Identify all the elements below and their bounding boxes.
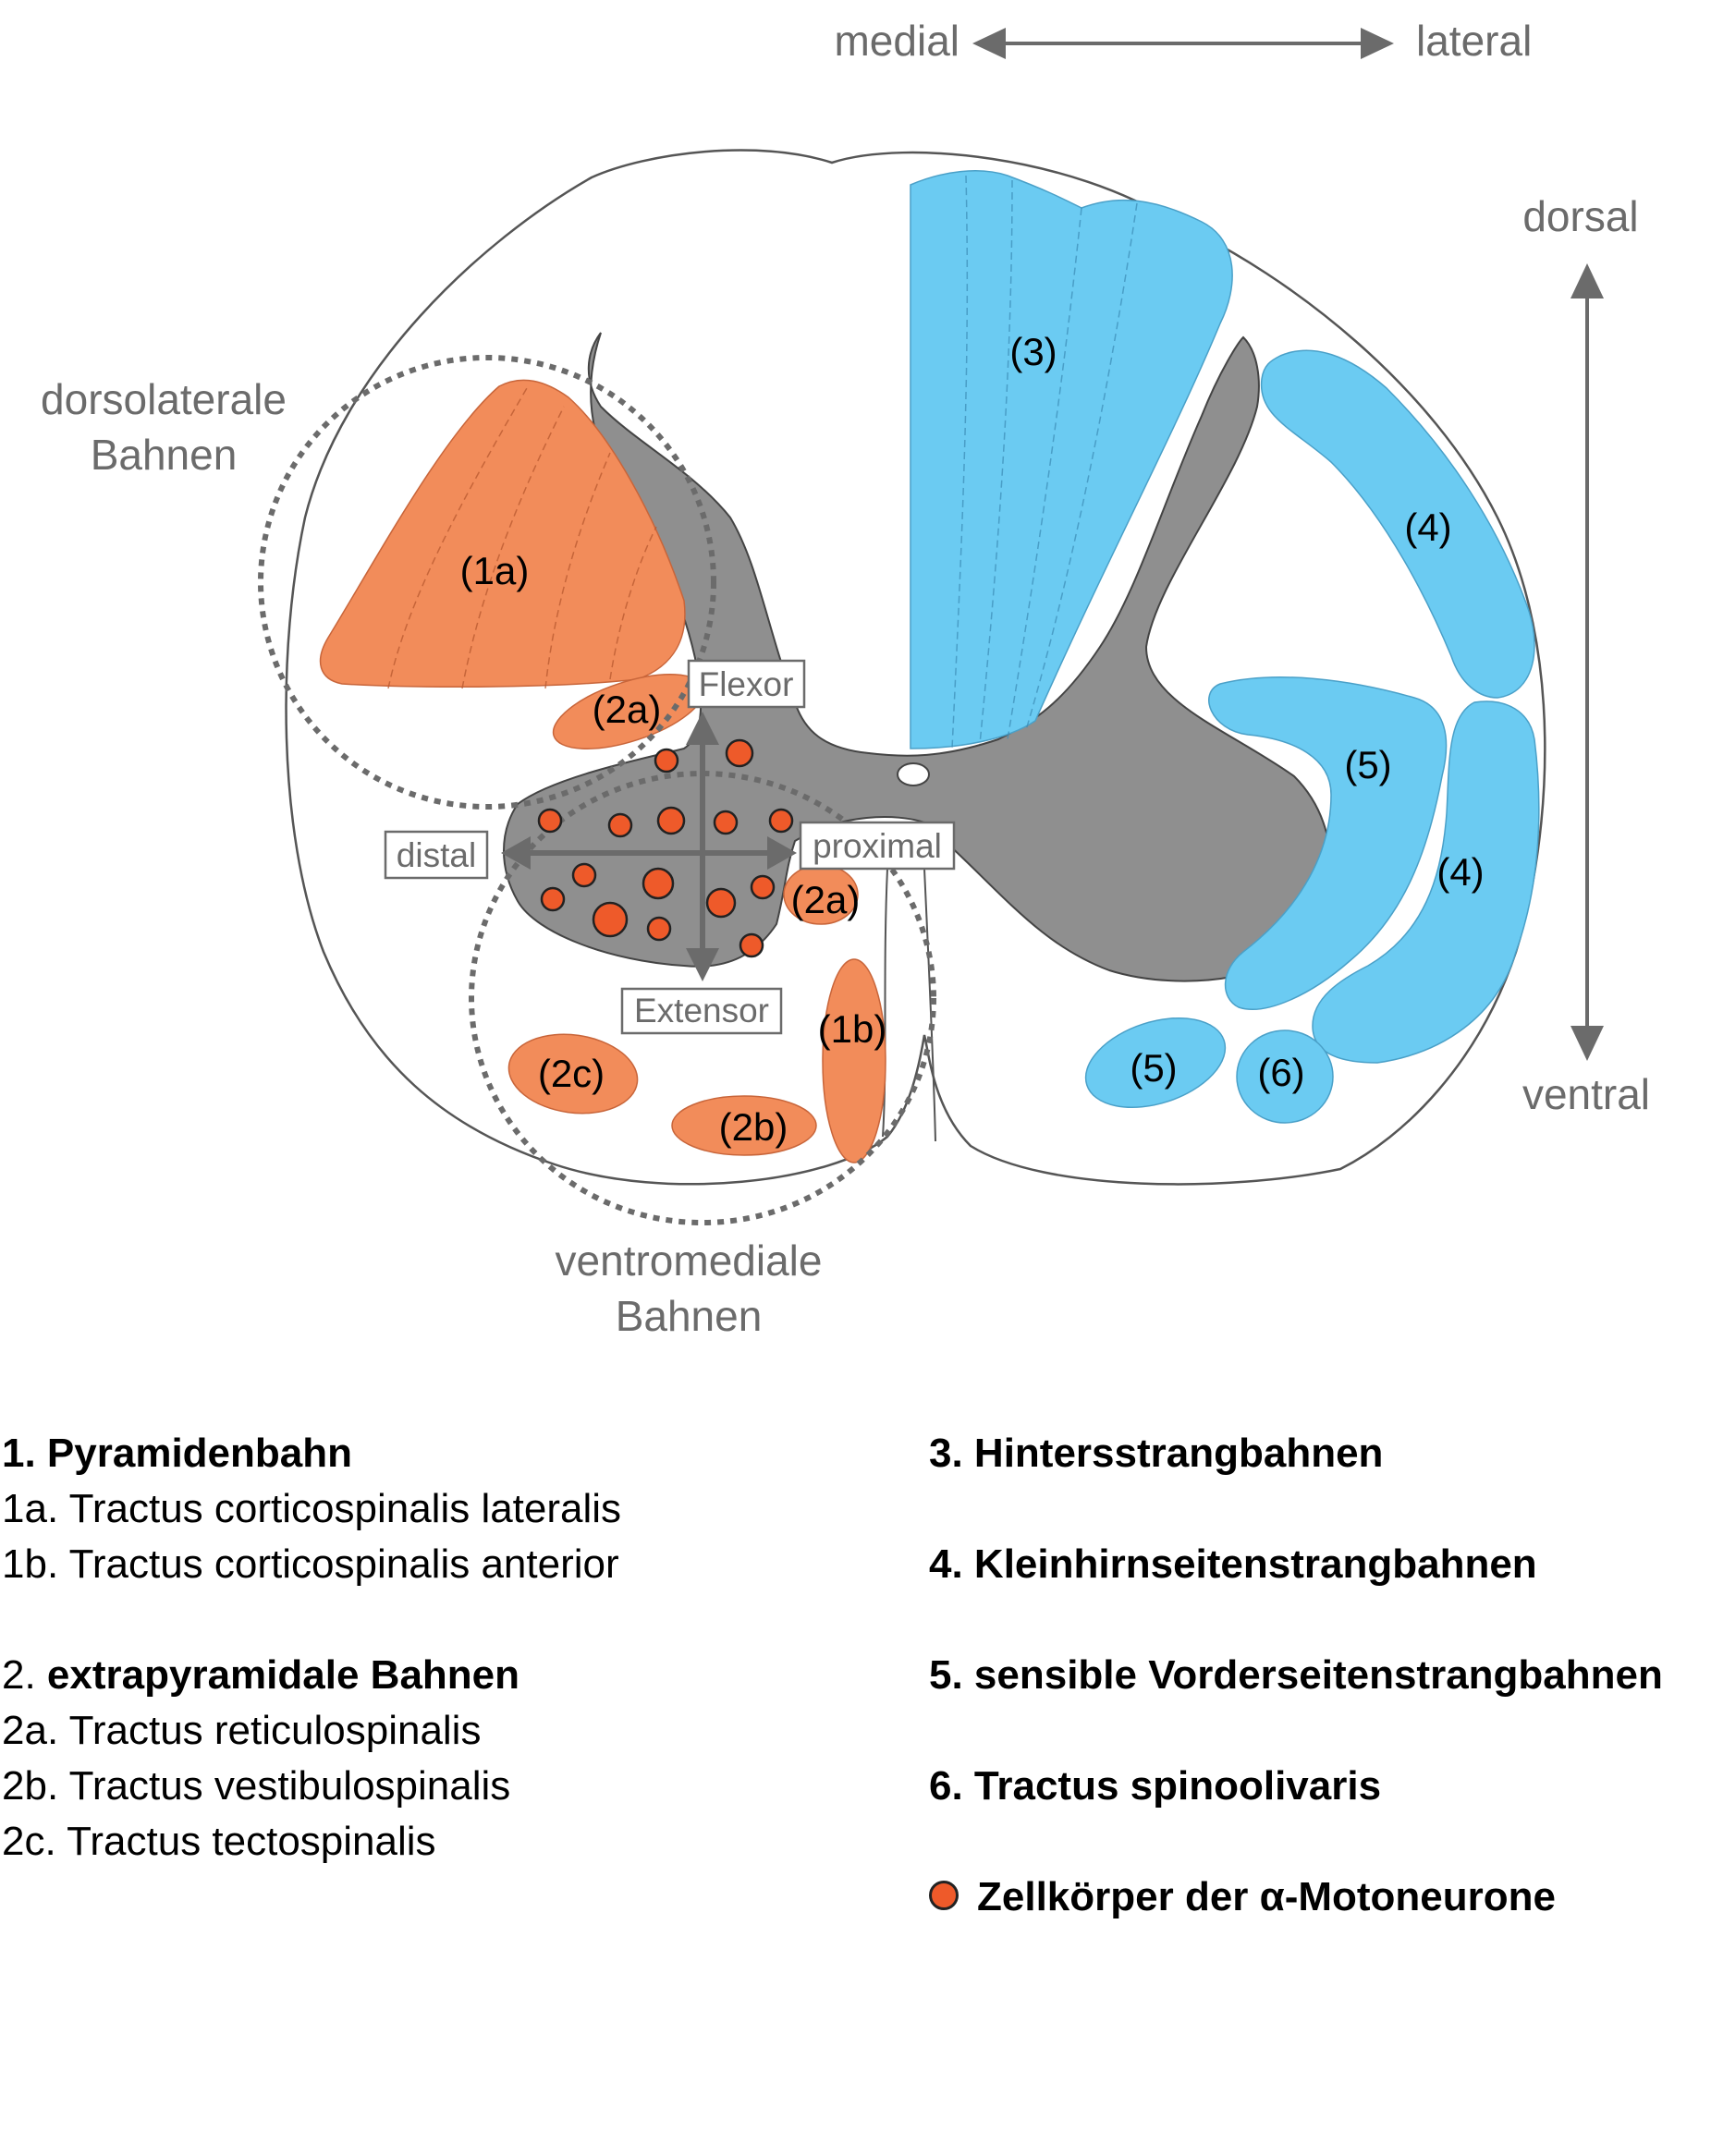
lateral-label: lateral: [1416, 17, 1532, 65]
legend-item-2a: 2a. Tractus reticulospinalis: [2, 1708, 482, 1753]
dorsal-arrowhead: [1570, 263, 1604, 298]
flexor-label: Flexor: [699, 665, 794, 703]
motoneuron-dot: [713, 810, 739, 835]
central-canal: [897, 762, 930, 786]
distal-label: distal: [397, 836, 476, 874]
extensor-arrowhead: [686, 948, 719, 981]
label-1b: (1b): [818, 1007, 887, 1051]
legend-group-1-title: 1. Pyramidenbahn: [2, 1431, 353, 1476]
motoneuron-dot: [537, 808, 563, 834]
flexor-label-box: [687, 659, 806, 709]
distal-arrowhead: [501, 836, 531, 870]
motoneuron-dot: [654, 748, 679, 773]
medial-label: medial: [834, 17, 959, 65]
flexor-arrowhead: [686, 712, 719, 745]
tract-5-upper-anterolateral: [1208, 676, 1448, 1010]
legend-group-6: 6. Tractus spinoolivaris: [929, 1763, 1382, 1809]
ventral-label: ventral: [1522, 1070, 1650, 1118]
motoneuron-dot: [705, 887, 737, 919]
label-4-upper: (4): [1404, 506, 1451, 549]
legend-right-column: 3. Hintersstrangbahnen 4. Kleinhirnseite…: [929, 1426, 1663, 1925]
motoneuron-dot: [768, 808, 794, 834]
legend-group-3: 3. Hintersstrangbahnen: [929, 1431, 1384, 1476]
legend-group-2-prefix: 2.: [2, 1652, 47, 1698]
tract-2b-vestibulospinal: [671, 1095, 817, 1156]
legend-group-4: 4. Kleinhirnseitenstrangbahnen: [929, 1541, 1537, 1587]
tract-1b-anterior-corticospinal: [822, 958, 886, 1163]
motoneuron-dot: [571, 862, 597, 888]
dorsolateral-label-line2: Bahnen: [91, 431, 238, 479]
label-2c: (2c): [538, 1052, 605, 1095]
proximal-label: proximal: [813, 827, 942, 865]
ventromedial-label-line1: ventromediale: [556, 1236, 823, 1285]
motoneuron-dot: [592, 901, 629, 938]
proximal-arrowhead: [767, 836, 797, 870]
distal-label-box: [384, 830, 489, 880]
label-2b: (2b): [719, 1105, 788, 1149]
ventral-arrowhead: [1570, 1026, 1604, 1061]
proximal-label-box: [799, 821, 956, 871]
legend-item-2b: 2b. Tractus vestibulospinalis: [2, 1763, 511, 1809]
extensor-label-box: [620, 987, 783, 1035]
legend-group-2-name: extrapyramidale Bahnen: [46, 1652, 520, 1698]
motor-axis-arrows: [501, 712, 797, 981]
tract-1a-lateral-corticospinal: [319, 379, 686, 688]
lateral-arrowhead: [1361, 28, 1394, 59]
legend-group-5: 5. sensible Vorderseitenstrangbahnen: [929, 1652, 1663, 1698]
legend-item-1a: 1a. Tractus corticospinalis lateralis: [2, 1486, 622, 1531]
label-2a-upper: (2a): [593, 688, 662, 731]
motoneuron-dot: [607, 812, 633, 838]
tract-4-lower-spinocerebellar: [1312, 700, 1540, 1064]
motoneuron-dot: [750, 874, 776, 900]
medial-arrowhead: [972, 28, 1006, 59]
legend-item-2c: 2c. Tractus tectospinalis: [2, 1819, 436, 1864]
motoneuron-dot: [656, 806, 686, 835]
tract-1a-fascicle-lines: [387, 387, 657, 689]
label-6: (6): [1257, 1051, 1304, 1094]
label-3: (3): [1009, 330, 1057, 373]
tract-3-dorsal-columns: [910, 170, 1233, 749]
legend-left-column: 1. Pyramidenbahn 1a. Tractus corticospin…: [2, 1426, 621, 1870]
legend-item-1b: 1b. Tractus corticospinalis anterior: [2, 1541, 619, 1587]
legend-motoneuron: Zellkörper der α-Motoneurone: [929, 1870, 1663, 1925]
legend-motoneuron-label: Zellkörper der α-Motoneurone: [977, 1874, 1556, 1919]
tract-5-lower-anterolateral: [1084, 1017, 1227, 1109]
tract-4-upper-spinocerebellar: [1260, 349, 1535, 699]
extensor-label: Extensor: [634, 992, 769, 1029]
motoneuron-dots: [537, 738, 794, 958]
tract-number-labels: (1a) (2a) (2a) (1b) (2c) (2b) (3) (4) (4…: [460, 330, 1485, 1149]
motoneuron-dot: [642, 867, 675, 900]
orientation-indicators: medial lateral dorsal ventral dorsolater…: [41, 17, 1650, 1340]
ventromedial-region-outline: [469, 771, 936, 1225]
tract-3-fascicle-lines: [951, 175, 1138, 749]
dorsolateral-region-outline: [258, 355, 716, 810]
tract-2c-tectospinal: [507, 1033, 639, 1115]
spinal-cord-diagram: Flexor Extensor distal proximal (1a) (2a…: [41, 17, 1650, 1340]
motor-axis-labels: Flexor Extensor distal proximal: [384, 659, 956, 1035]
motoneuron-dot: [540, 886, 566, 912]
label-4-lower: (4): [1436, 850, 1484, 894]
motoneuron-dot: [725, 738, 754, 768]
label-5-lower: (5): [1130, 1046, 1177, 1090]
label-2a-lower: (2a): [791, 878, 861, 921]
label-1a: (1a): [460, 549, 530, 592]
ventromedial-label-line2: Bahnen: [616, 1292, 763, 1340]
tract-6-spinoolivary: [1236, 1029, 1334, 1124]
motoneuron-dot: [739, 932, 764, 958]
legend-group-2-title: 2. extrapyramidale Bahnen: [2, 1648, 621, 1703]
dorsal-label: dorsal: [1522, 192, 1638, 240]
dorsolateral-label-line1: dorsolaterale: [41, 375, 287, 423]
motoneuron-dot: [646, 916, 672, 942]
motoneuron-legend-icon: [929, 1881, 959, 1911]
label-5-upper: (5): [1344, 743, 1391, 786]
